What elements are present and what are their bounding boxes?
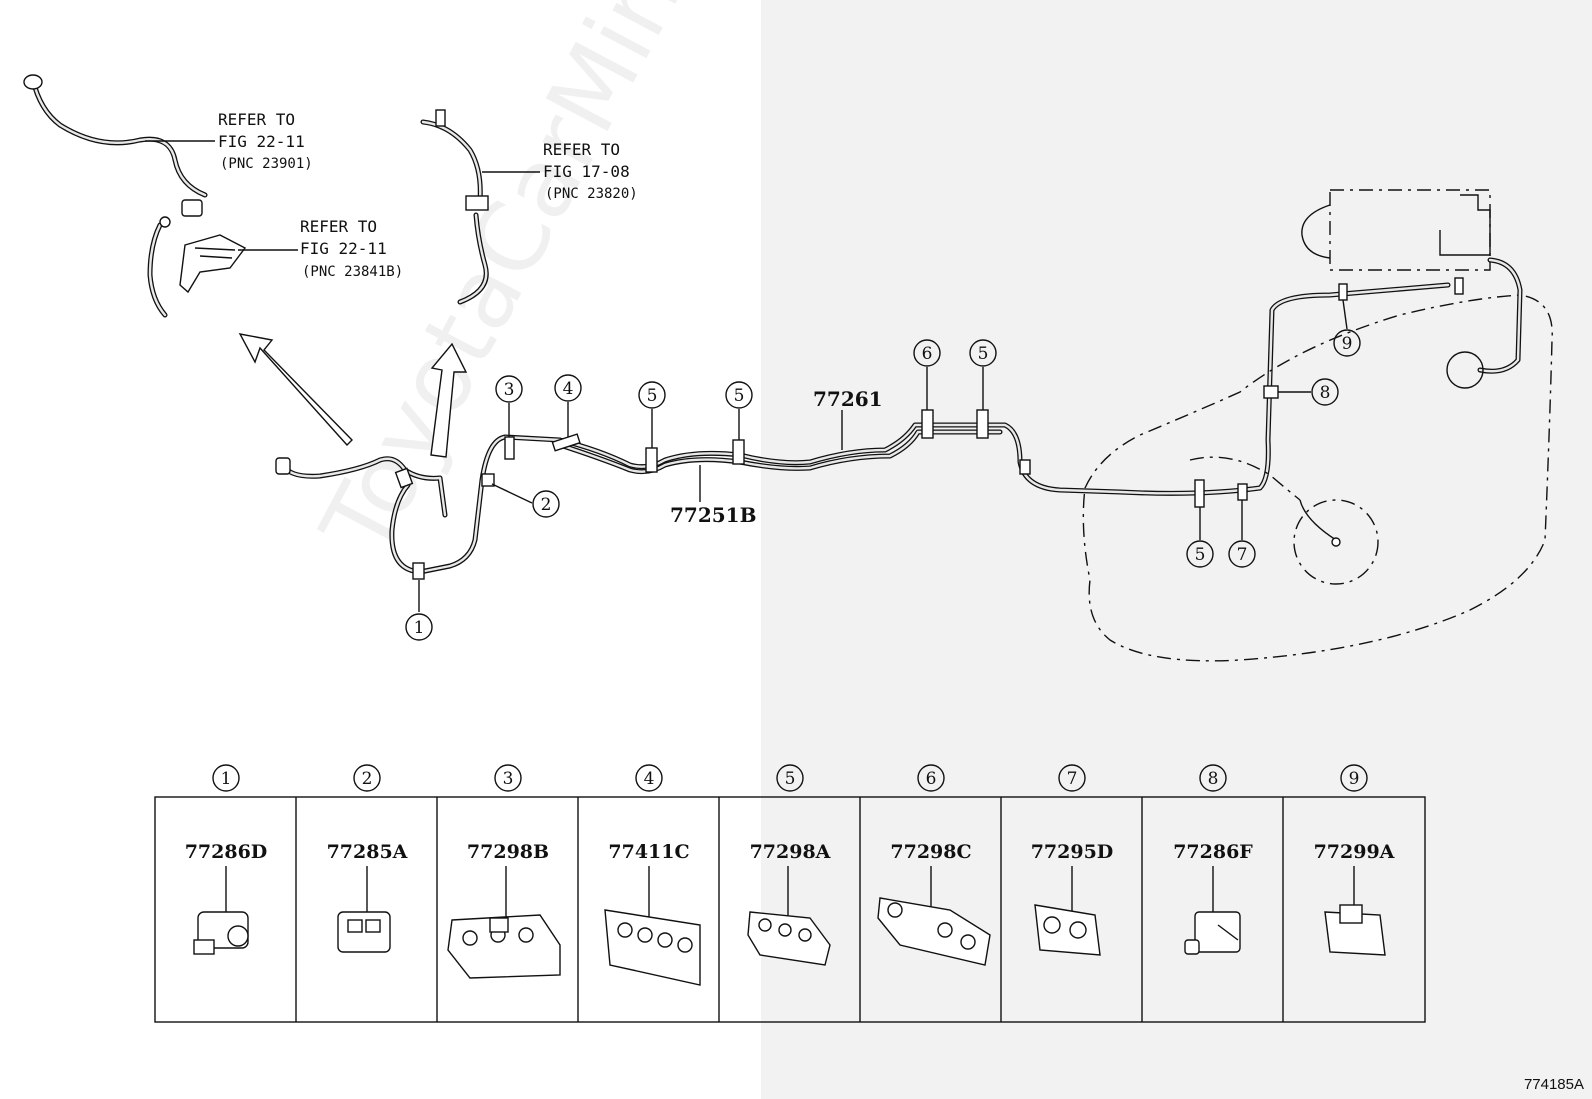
ref-line3: (PNC 23841B) [302, 264, 403, 280]
callout-num: 6 [922, 344, 933, 364]
legend-cell-6: 6 77298C [877, 764, 991, 966]
clip-77299A-icon [1324, 904, 1386, 956]
legend-num: 9 [1349, 769, 1360, 789]
breather-tube-assembly [420, 109, 489, 305]
ref-fig-22-11-b: REFER TO FIG 22-11 (PNC 23841B) [238, 217, 403, 280]
figure-code: 774185A [1523, 1076, 1584, 1093]
legend-part: 77299A [1314, 841, 1395, 863]
canister-outline [1301, 189, 1523, 389]
callout-5c: 5 [969, 339, 997, 410]
fuel-tank-outline [1082, 294, 1553, 662]
up-arrow-left [238, 333, 353, 447]
callout-1: 1 [405, 580, 433, 641]
ref-line2: FIG 22-11 [300, 239, 387, 258]
label-77251B: 77251B [670, 465, 756, 527]
legend-cell-7: 7 77295D [1031, 764, 1114, 956]
ref-line3: (PNC 23901) [220, 156, 313, 172]
up-arrow-right [430, 342, 468, 458]
legend-part: 77298C [890, 841, 971, 863]
legend-cell-1: 1 77286D [185, 764, 268, 955]
clip-77295D-icon [1034, 904, 1101, 956]
ref-line1: REFER TO [218, 110, 295, 129]
clip-77298C-icon [877, 897, 991, 966]
clip-77286F-icon [1184, 911, 1241, 955]
legend-num: 1 [221, 769, 232, 789]
ref-line1: REFER TO [543, 140, 620, 159]
callout-2: 2 [491, 483, 560, 518]
callout-3: 3 [495, 375, 523, 437]
callout-num: 5 [647, 386, 658, 406]
legend-part: 77286D [185, 841, 268, 863]
label-77261: 77261 [813, 387, 883, 450]
callout-num: 5 [978, 344, 989, 364]
legend-num: 6 [926, 769, 937, 789]
callout-8: 8 [1278, 378, 1339, 406]
ref-line2: FIG 22-11 [218, 132, 305, 151]
clip-77298A-icon [747, 911, 831, 966]
legend-cell-8: 8 77286F [1173, 764, 1253, 955]
callout-7: 7 [1228, 500, 1256, 568]
tube-clips [412, 283, 1348, 580]
legend-cell-4: 4 77411C [604, 764, 701, 986]
legend-part: 77285A [327, 841, 408, 863]
callout-num: 1 [414, 618, 425, 638]
clip-77285A-icon [337, 911, 391, 953]
callout-num: 5 [734, 386, 745, 406]
callout-5b: 5 [725, 381, 753, 440]
legend-cell-5: 5 77298A [747, 764, 831, 966]
filler-hose-assembly [23, 74, 247, 318]
ref-fig-17-08: REFER TO FIG 17-08 (PNC 23820) [482, 140, 638, 202]
legend-cell-9: 9 77299A [1314, 764, 1395, 956]
callout-num: 9 [1342, 334, 1353, 354]
main-tube-label: 77261 [813, 387, 883, 411]
legend-cell-2: 2 77285A [327, 764, 408, 953]
clip-77298B-icon [447, 914, 561, 979]
legend-num: 7 [1067, 769, 1078, 789]
legend-part: 77295D [1031, 841, 1114, 863]
clip-legend-table [154, 796, 1426, 1023]
callout-9: 9 [1333, 299, 1361, 357]
callout-num: 2 [541, 495, 552, 515]
legend-part: 77298A [750, 841, 831, 863]
callout-6: 6 [913, 339, 941, 410]
legend-num: 5 [785, 769, 796, 789]
ref-line3: (PNC 23820) [545, 186, 638, 202]
clip-77411C-icon [604, 909, 701, 986]
callout-num: 8 [1320, 383, 1331, 403]
front-tube-label: 77251B [670, 503, 756, 527]
callout-num: 4 [563, 379, 574, 399]
callout-num: 3 [504, 380, 515, 400]
callout-num: 7 [1237, 545, 1248, 565]
legend-num: 2 [362, 769, 373, 789]
callout-4: 4 [554, 374, 582, 437]
ref-line2: FIG 17-08 [543, 162, 630, 181]
ref-line1: REFER TO [300, 217, 377, 236]
legend-part: 77411C [608, 841, 689, 863]
legend-part: 77286F [1173, 841, 1253, 863]
ref-fig-22-11-a: REFER TO FIG 22-11 (PNC 23901) [145, 110, 313, 172]
legend-part: 77298B [467, 841, 549, 863]
callout-5d: 5 [1186, 507, 1214, 568]
legend-num: 8 [1208, 769, 1219, 789]
fuel-tube-routing [275, 282, 1451, 575]
clip-77286D-icon [193, 911, 249, 955]
legend-num: 3 [503, 769, 514, 789]
legend-num: 4 [644, 769, 655, 789]
callout-5a: 5 [638, 381, 666, 448]
callout-num: 5 [1195, 545, 1206, 565]
legend-cell-3: 3 77298B [447, 764, 561, 979]
